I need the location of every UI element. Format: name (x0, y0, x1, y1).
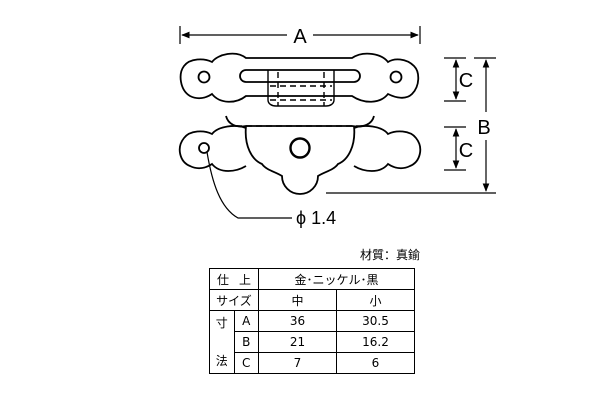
dimension-a: A (179, 26, 421, 48)
finish-value: 金･ニッケル･黒 (258, 268, 415, 290)
dimension-b: B (326, 57, 496, 194)
size-label: サイズ (209, 289, 259, 311)
size-medium: 中 (258, 289, 337, 311)
size-small: 小 (336, 289, 415, 311)
table-row-b: B 21 16.2 (210, 331, 415, 353)
table-row-size: サイズ 中 小 (209, 289, 415, 311)
dim-c-lower-label: C (459, 140, 473, 162)
cell-b-small: 16.2 (336, 331, 415, 353)
dim-b-label: B (477, 117, 490, 139)
row-key-a: A (233, 310, 259, 332)
dimension-c-lower: C (444, 126, 473, 171)
cell-c-medium: 7 (258, 352, 337, 374)
dim-a-label: A (293, 26, 307, 48)
row-key-c: C (233, 352, 259, 374)
row-key-b: B (233, 331, 259, 353)
cell-a-medium: 36 (258, 310, 337, 332)
upper-plate (179, 52, 420, 107)
upper-plate-hidden-lines (270, 72, 332, 106)
table-row-a: 寸法 A 36 30.5 (209, 310, 415, 374)
hole-diameter-label: ϕ 1.4 (296, 208, 336, 228)
finish-label: 仕上 (209, 268, 259, 290)
lower-plate (178, 115, 422, 195)
dimension-label: 寸法 (209, 310, 235, 374)
spec-table: 仕上 金･ニッケル･黒 サイズ 中 小 寸法 A 36 30.5 B 21 16… (209, 268, 415, 374)
dimension-c-upper: C (444, 57, 473, 102)
cell-b-medium: 21 (258, 331, 337, 353)
table-row-finish: 仕上 金･ニッケル･黒 (209, 268, 415, 290)
cell-c-small: 6 (336, 352, 415, 374)
material-note: 材質：真鍮 (359, 248, 420, 262)
hole-leader: ϕ 1.4 (206, 151, 336, 228)
cell-a-small: 30.5 (336, 310, 415, 332)
dim-c-upper-label: C (459, 70, 473, 92)
latch-technical-drawing: A C C (178, 26, 496, 228)
table-row-c: C 7 6 (210, 352, 415, 374)
